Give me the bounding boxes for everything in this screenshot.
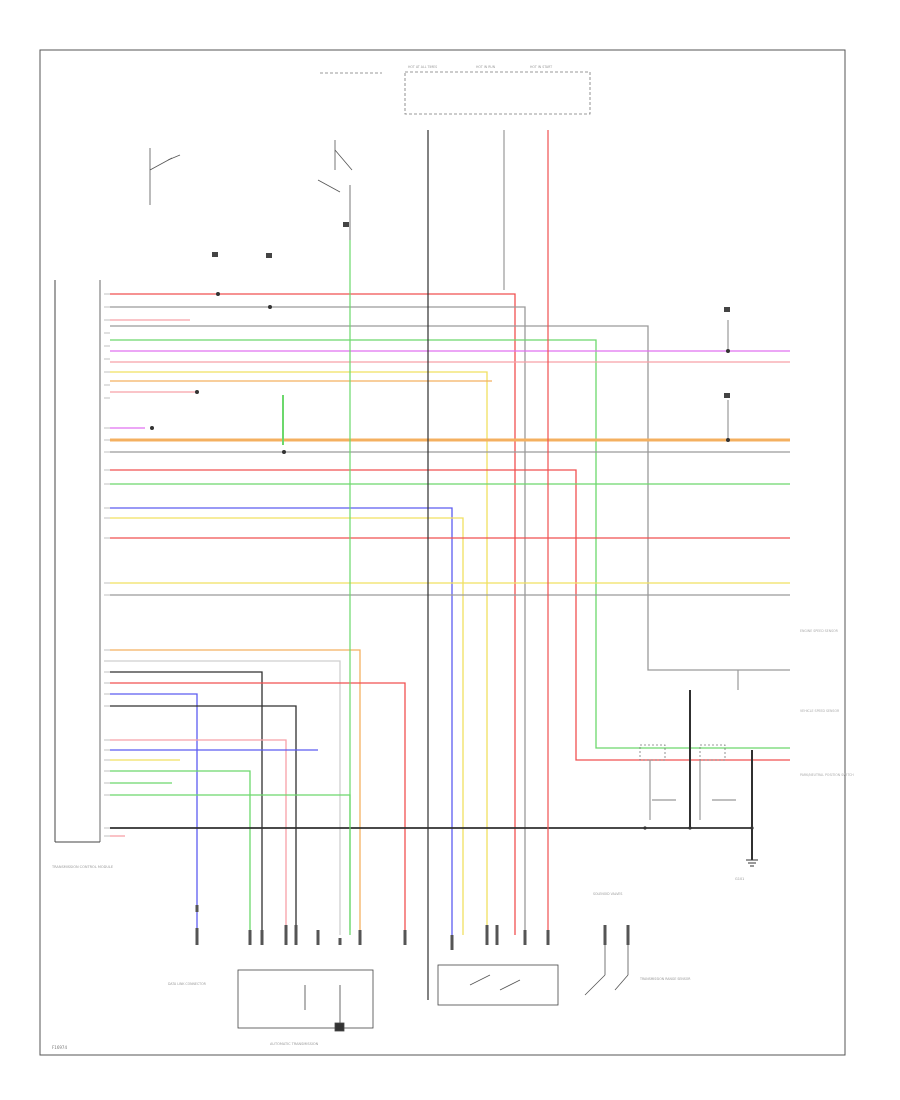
connector-pin-ticks: [104, 293, 110, 837]
wire-yellow-b: [110, 517, 464, 935]
wire-green-a: [110, 339, 790, 749]
automatic-transmission: AUTOMATIC TRANSMISSION: [237, 969, 374, 1046]
label-vehicle-speed-sensor: VEHICLE SPEED SENSOR: [800, 709, 840, 713]
fuse-label-3: HOT IN START: [530, 65, 552, 69]
ground-label: G101: [735, 877, 744, 881]
wire-green-e: [110, 794, 351, 935]
wire-red-a: [110, 293, 516, 935]
ignition-switch: [149, 140, 353, 240]
ground-g101: G101: [735, 859, 758, 881]
wire-orange-c: [110, 649, 361, 935]
wire-gray-a: [110, 306, 526, 935]
tcm-wires: [110, 293, 790, 935]
module-label: TRANSMISSION CONTROL MODULE: [51, 865, 113, 869]
solenoid-valves: SOLENOID VALVES: [584, 892, 629, 996]
wire-blue-a: [110, 507, 453, 935]
transmission-range-sensor: TRANSMISSION RANGE SENSOR: [437, 964, 691, 1006]
wire-red-d: [110, 682, 406, 935]
wire-gray-b: [110, 325, 790, 671]
upper-components: [212, 222, 730, 398]
fuse-box: HOT AT ALL TIMES HOT IN RUN HOT IN START: [320, 65, 591, 115]
splice-dots: [150, 292, 754, 830]
bottom-connector-stubs: [195, 905, 630, 950]
label-engine-speed-sensor: ENGINE SPEED SENSOR: [800, 629, 839, 633]
label-automatic-transmission: AUTOMATIC TRANSMISSION: [270, 1042, 319, 1046]
label-data-link-connector: DATA LINK CONNECTOR: [168, 982, 207, 986]
fuse-label-1: HOT AT ALL TIMES: [408, 65, 437, 69]
wire-gray-e: [110, 660, 341, 935]
label-range-sensor: TRANSMISSION RANGE SENSOR: [639, 977, 691, 981]
label-solenoid-valves: SOLENOID VALVES: [593, 892, 622, 896]
transmission-control-module: TRANSMISSION CONTROL MODULE: [51, 280, 113, 869]
page-code: F16974: [52, 1045, 67, 1050]
wire-black-a: [110, 671, 263, 935]
relay-block: [639, 744, 736, 801]
wire-pink-d: [110, 739, 287, 935]
right-side-wiring: [282, 130, 753, 1000]
fuse-label-2: HOT IN RUN: [476, 65, 496, 69]
wire-blue-b: [110, 693, 198, 935]
label-park-neutral-switch: PARK/NEUTRAL POSITION SWITCH: [800, 773, 854, 777]
wire-black-b: [110, 705, 297, 935]
wire-red-b: [110, 469, 790, 761]
wire-green-c: [110, 770, 251, 935]
diagram-frame: [39, 49, 846, 1056]
right-labels: ENGINE SPEED SENSOR VEHICLE SPEED SENSOR…: [800, 629, 854, 777]
wire-yellow-a: [110, 371, 488, 935]
